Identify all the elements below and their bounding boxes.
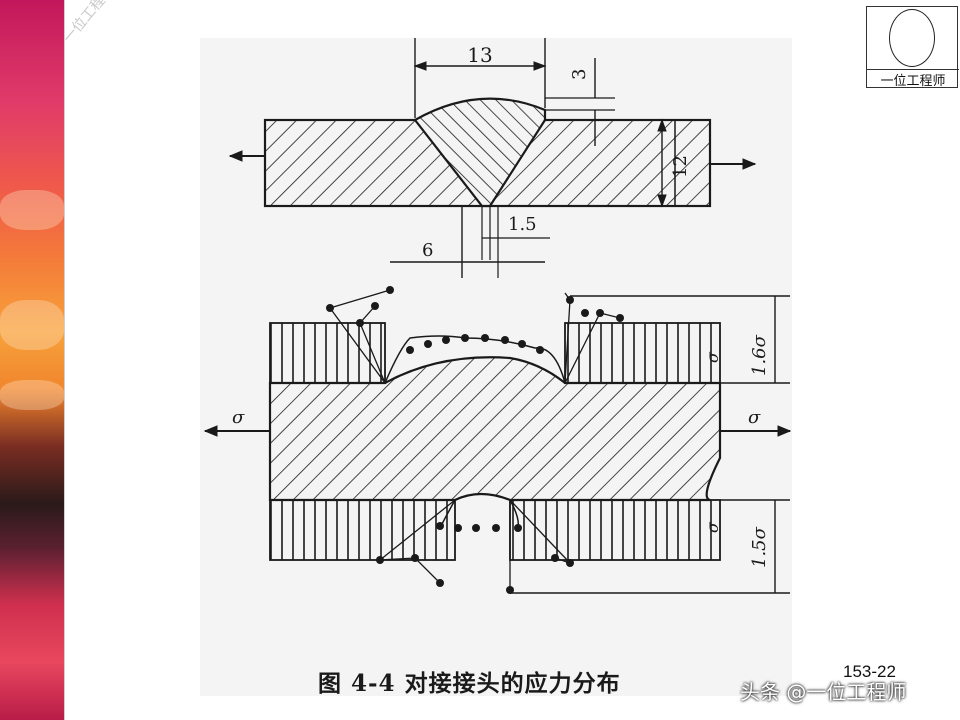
figure-caption: 图 4-4 对接接头的应力分布: [318, 670, 621, 697]
dim-reinforcement: 3: [569, 69, 590, 80]
bottom-stress-band-right: [509, 499, 721, 561]
sigma-bottom: σ: [703, 521, 722, 533]
weld-stress-diagram: 13 3 12 1.5 6: [203, 38, 792, 594]
brand-logo: 一位工程师: [866, 6, 959, 89]
logo-text: 一位工程师: [867, 69, 959, 89]
cloud-shape: [0, 380, 64, 410]
sigma-left: σ: [232, 407, 245, 428]
stress-dots: [326, 286, 624, 594]
top-stress-band-right: [564, 322, 721, 384]
figure-panel: 13 3 12 1.5 6: [200, 38, 792, 696]
stress-distribution: [203, 289, 792, 594]
dim-weld-width: 13: [467, 43, 492, 67]
logo-emblem-icon: [889, 9, 935, 67]
sunset-sidebar-image: [0, 0, 64, 720]
top-peak-stress: 1.6σ: [749, 334, 770, 376]
dim-root-gap: 1.5: [508, 214, 537, 235]
top-stress-band-left: [269, 322, 386, 384]
left-watermark: 一位工程师: [60, 0, 118, 47]
cloud-shape: [0, 300, 64, 350]
sigma-right: σ: [748, 407, 761, 428]
top-joint-section: [228, 38, 757, 278]
bottom-watermark: 头条 @一位工程师: [740, 680, 907, 704]
sidebar-divider: [64, 0, 65, 720]
bottom-peak-stress: 1.5σ: [749, 526, 770, 568]
page-number: 153-22: [843, 662, 896, 681]
bottom-stress-band-left: [269, 499, 456, 561]
weld-bead: [413, 97, 547, 208]
sigma-top: σ: [703, 351, 722, 363]
cloud-shape: [0, 190, 64, 230]
dim-root-face: 6: [422, 240, 433, 261]
dim-thickness: 12: [670, 155, 691, 178]
